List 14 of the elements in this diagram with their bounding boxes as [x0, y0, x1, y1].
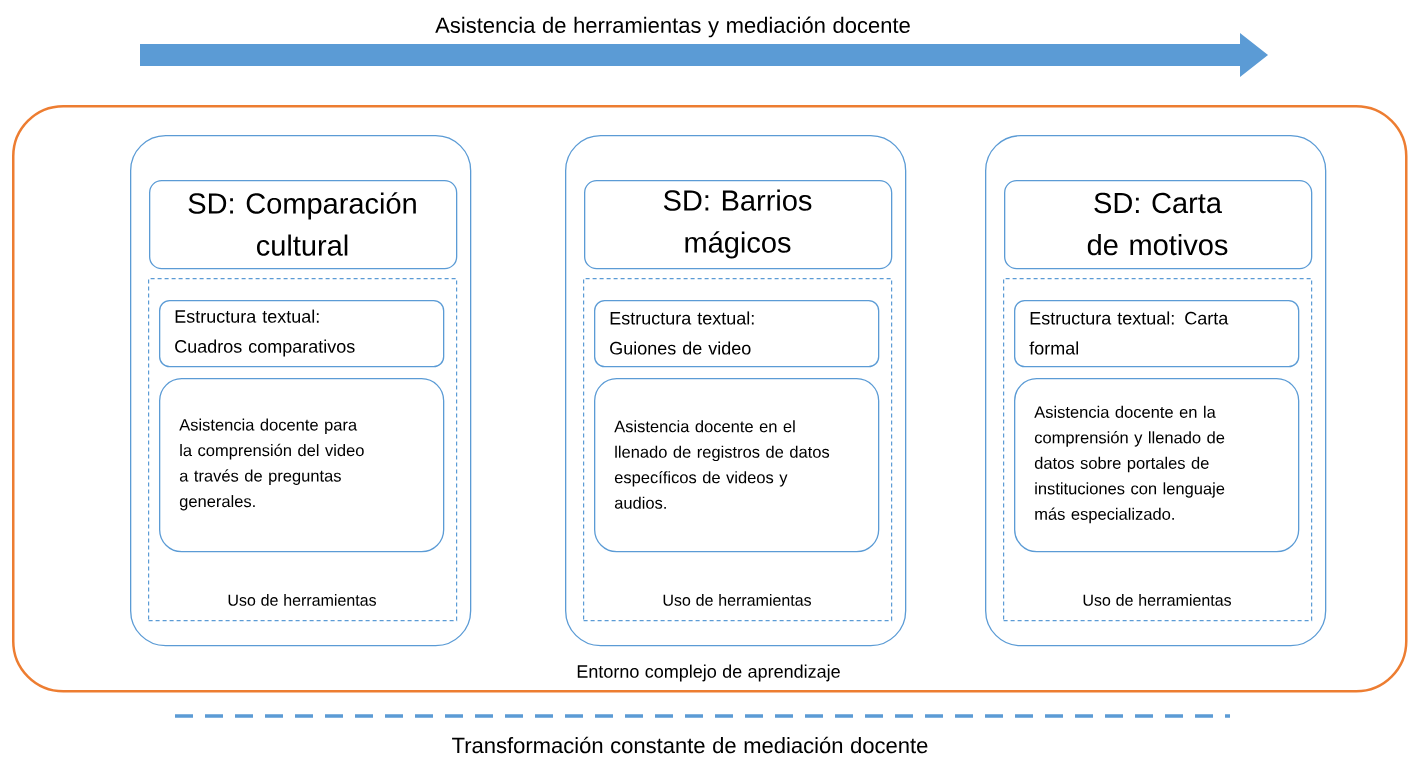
caption-text: Asistencia de herramientas y mediación docente — [435, 16, 910, 38]
sequence-box — [130, 135, 472, 647]
structure-box: Estructura textual: Carta formal — [1014, 300, 1300, 368]
assistance-box: Asistencia docente en el llenado de registros de datos específicos de videos y audios. — [594, 378, 880, 553]
sequence-box — [565, 135, 907, 647]
structure-box: Estructura textual: Guiones de video — [594, 300, 880, 368]
title-box: SD: Barrios mágicos — [584, 180, 893, 270]
assistance-box: Asistencia docente en la comprensión y llenado de datos sobre portales de instituciones con lenguaje más especializado. — [1014, 378, 1300, 553]
title-box: SD: Carta de motivos — [1004, 180, 1313, 270]
title-box: SD: Comparación cultural — [149, 180, 458, 270]
sequence-box — [985, 135, 1327, 647]
caption-text: Transformación constante de mediación docente — [452, 736, 928, 754]
structure-box: Estructura textual: Cuadros comparativos — [159, 300, 445, 368]
assistance-box: Asistencia docente para la comprensión del video a través de preguntas generales. — [159, 378, 445, 553]
